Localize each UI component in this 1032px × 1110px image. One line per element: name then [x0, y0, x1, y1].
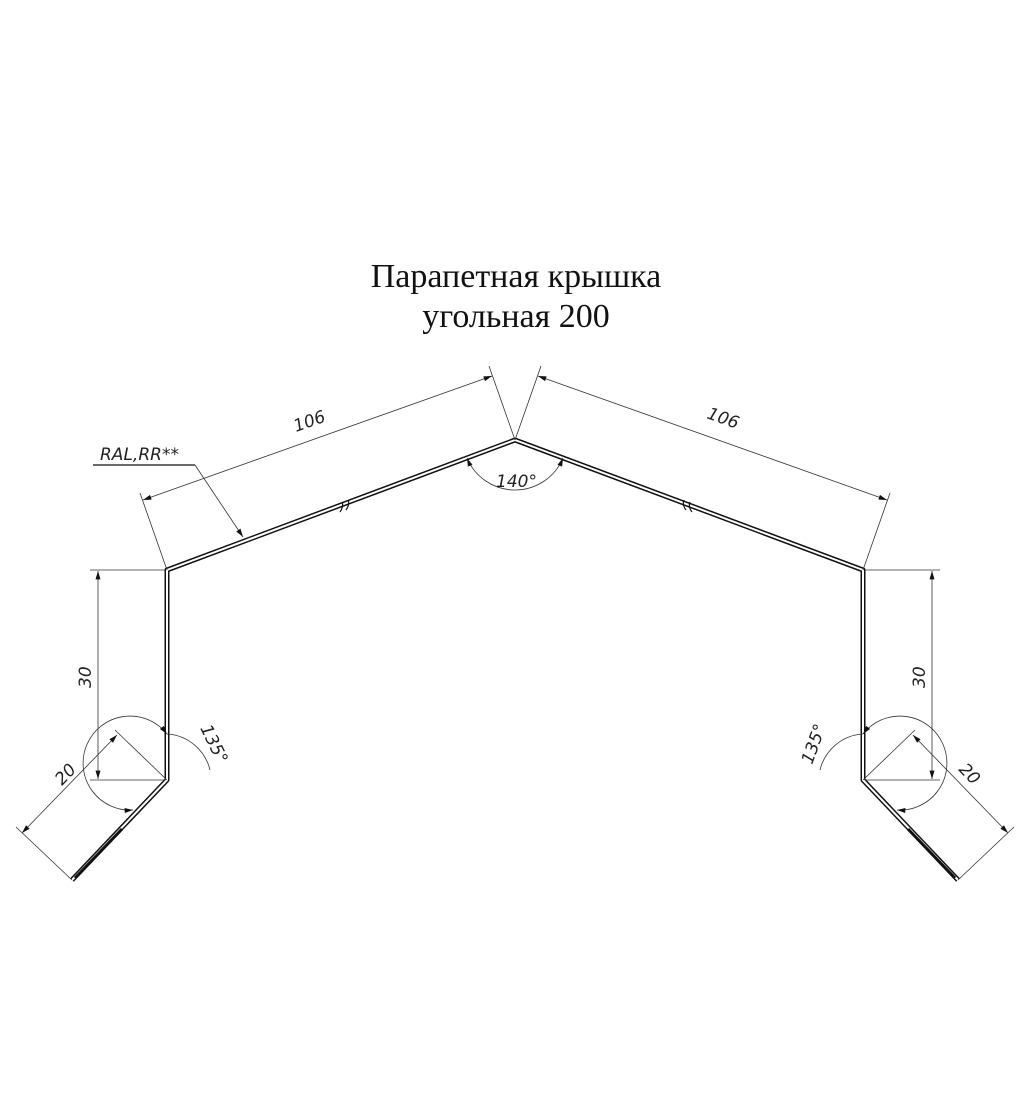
- dimension-bend-left: 135°: [82, 715, 232, 813]
- dimension-slope-left: 106: [139, 365, 516, 571]
- dim-label-lip-right: 20: [954, 760, 983, 789]
- dimension-bend-right: 135°: [798, 715, 948, 813]
- break-mark-left: [339, 499, 350, 513]
- drawing-title-line1: Парапетная крышка: [370, 258, 662, 295]
- dim-label-slope-right: 106: [704, 404, 741, 434]
- dimension-wall-left: 30: [76, 569, 165, 781]
- drawing-title-line2: угольная 200: [422, 298, 610, 335]
- dim-label-lip-left: 20: [51, 760, 80, 789]
- coating-callout: RAL,RR**: [93, 445, 244, 538]
- break-mark-right: [682, 499, 693, 513]
- sheet-profile: [70, 437, 960, 882]
- dim-label-slope-left: 106: [291, 407, 328, 437]
- coating-label: RAL,RR**: [100, 445, 179, 465]
- dim-label-apex-angle: 140°: [496, 472, 537, 492]
- dim-label-wall-left: 30: [76, 666, 96, 688]
- dim-label-wall-right: 30: [910, 666, 930, 688]
- dimension-wall-right: 30: [865, 569, 940, 781]
- dimension-slope-right: 106: [514, 365, 891, 571]
- dimension-apex-angle: 140°: [466, 457, 564, 492]
- dim-label-bend-left: 135°: [196, 721, 232, 767]
- dim-label-bend-right: 135°: [798, 721, 831, 766]
